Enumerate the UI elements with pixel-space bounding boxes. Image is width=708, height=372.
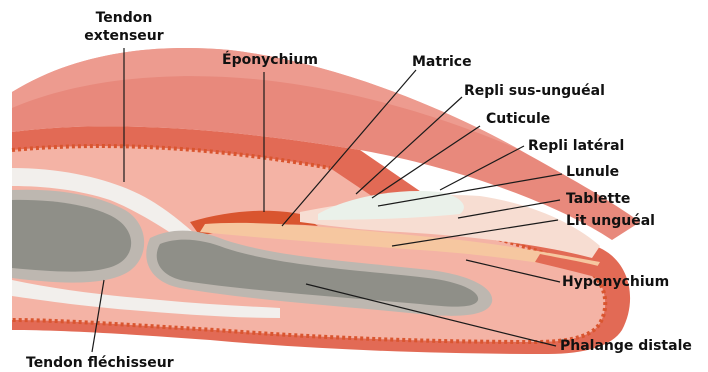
label-tendon-extenseur-l1: Tendon [96,10,153,26]
label-repli-sus-ungueal: Repli sus-unguéal [464,83,605,99]
label-cuticule: Cuticule [486,111,550,127]
label-lit-ungueal: Lit unguéal [566,213,655,229]
label-hyponychium: Hyponychium [562,274,669,290]
label-tendon-flechisseur: Tendon fléchisseur [26,355,174,371]
label-lunule: Lunule [566,164,619,180]
label-repli-lateral: Repli latéral [528,138,624,154]
label-tendon-extenseur-l2: extenseur [84,28,163,44]
label-phalange-distale: Phalange distale [560,338,692,354]
label-tablette: Tablette [566,191,630,207]
label-matrice: Matrice [412,54,472,70]
label-eponychium: Éponychium [222,51,318,68]
